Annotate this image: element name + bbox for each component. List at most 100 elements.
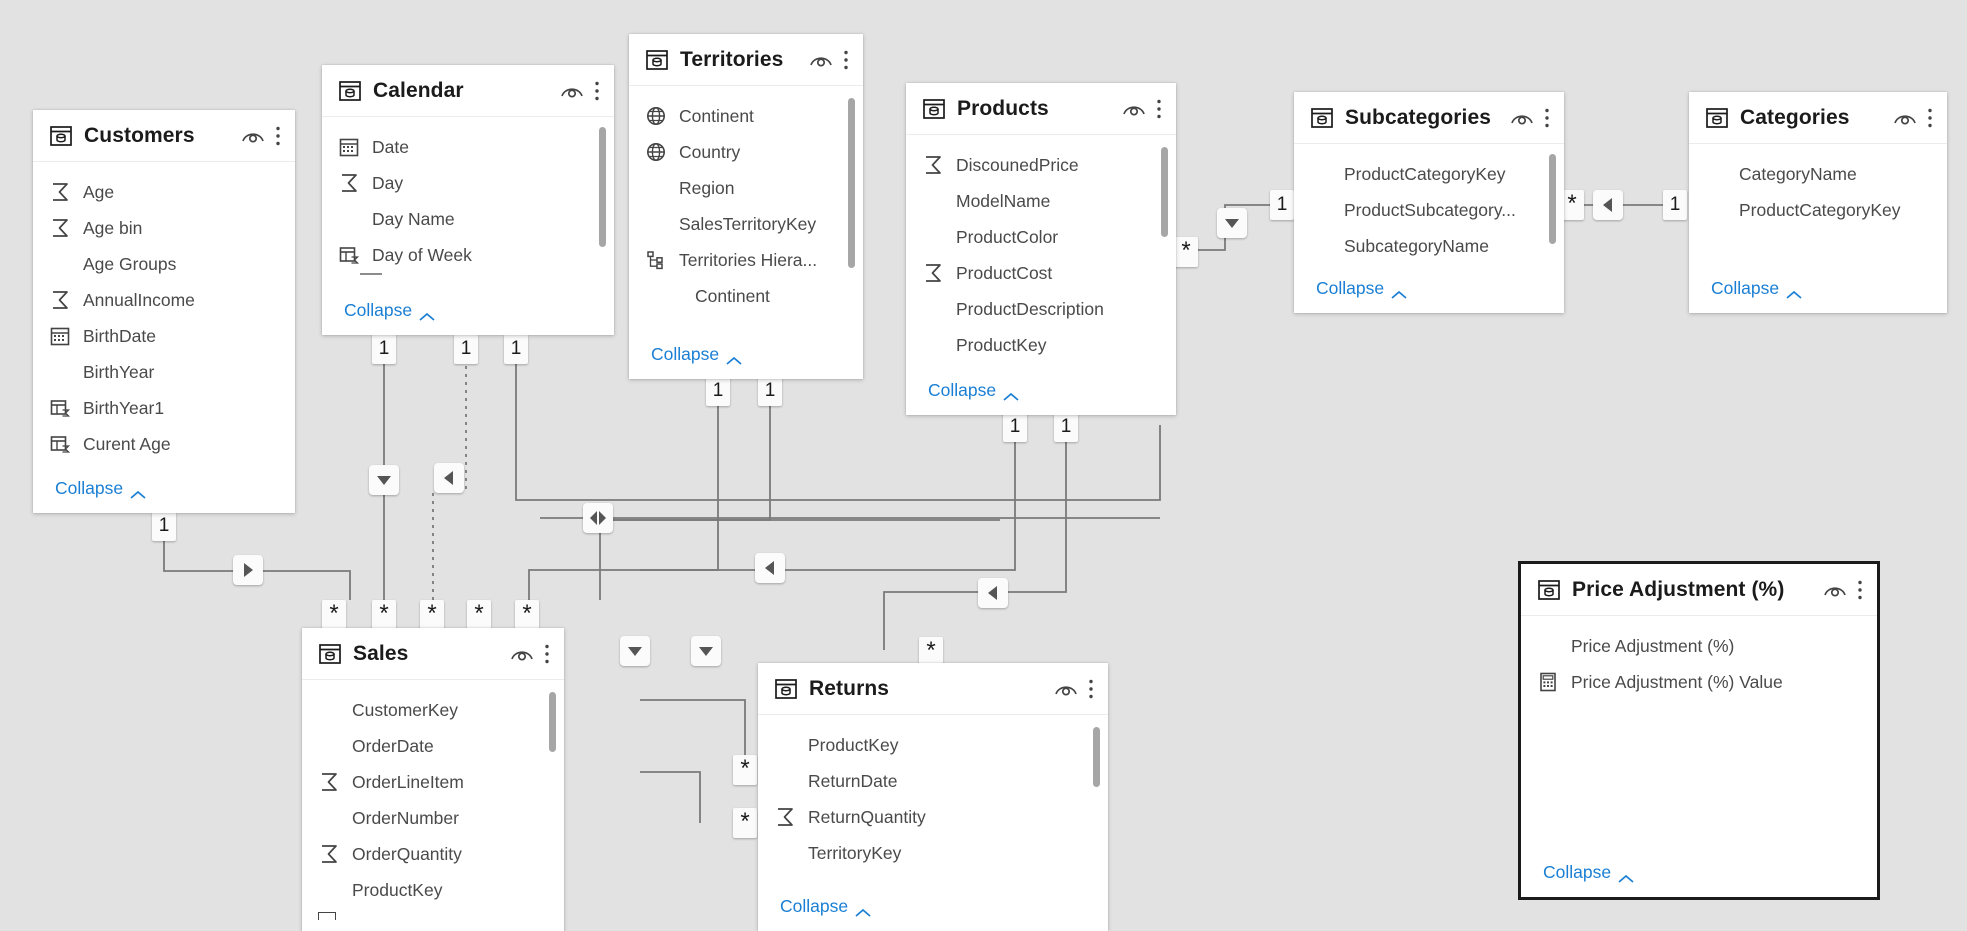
field-row[interactable]: DiscounedPrice — [906, 147, 1176, 183]
cardinality-badge-one[interactable]: 1 — [1003, 412, 1027, 442]
table-card-returns[interactable]: Returns ProductKey ReturnDate ReturnQuan… — [758, 663, 1108, 931]
filter-direction-badge-left[interactable] — [978, 578, 1008, 608]
collapse-button[interactable]: Collapse — [906, 376, 1176, 415]
eye-icon[interactable] — [560, 83, 584, 99]
field-row[interactable]: Territories Hiera... — [629, 242, 863, 278]
field-row[interactable]: CustomerKey — [302, 692, 564, 728]
vertical-scrollbar[interactable] — [549, 692, 556, 752]
collapse-button[interactable]: Collapse — [1294, 274, 1564, 313]
more-options-icon[interactable] — [1927, 107, 1933, 129]
field-row[interactable]: ProductKey — [906, 327, 1176, 363]
more-options-icon[interactable] — [275, 125, 281, 147]
cardinality-badge-one[interactable]: 1 — [1054, 412, 1078, 442]
cardinality-badge-many[interactable]: * — [515, 600, 539, 630]
filter-direction-badge-down[interactable] — [620, 636, 650, 666]
table-header[interactable]: Calendar — [322, 65, 614, 117]
cardinality-badge-one[interactable]: 1 — [706, 376, 730, 406]
cardinality-badge-many[interactable]: * — [322, 600, 346, 630]
table-card-price-adjustment[interactable]: Price Adjustment (%) Price Adjustment (%… — [1518, 561, 1880, 900]
field-row[interactable]: OrderDate — [302, 728, 564, 764]
vertical-scrollbar[interactable] — [599, 127, 606, 247]
table-header[interactable]: Sales — [302, 628, 564, 680]
filter-direction-badge-both[interactable] — [583, 503, 613, 533]
filter-direction-badge-down[interactable] — [369, 465, 399, 495]
cardinality-badge-one[interactable]: 1 — [1663, 190, 1687, 220]
eye-icon[interactable] — [809, 52, 833, 68]
field-row[interactable]: BirthYear — [33, 354, 295, 390]
eye-icon[interactable] — [241, 128, 265, 144]
field-row[interactable]: BirthYear1 — [33, 390, 295, 426]
more-options-icon[interactable] — [1156, 98, 1162, 120]
field-list[interactable]: Continent Country Region SalesTerritoryK… — [629, 86, 863, 340]
table-header[interactable]: Products — [906, 83, 1176, 135]
field-row[interactable]: OrderLineItem — [302, 764, 564, 800]
collapse-button[interactable]: Collapse — [629, 340, 863, 379]
table-card-subcategories[interactable]: Subcategories ProductCategoryKey Product… — [1294, 92, 1564, 313]
field-list[interactable]: Date Day Day Name Day of Week — [322, 117, 614, 296]
field-row[interactable]: SubcategoryName — [1294, 228, 1564, 264]
table-header[interactable]: Subcategories — [1294, 92, 1564, 144]
field-row[interactable]: Price Adjustment (%) — [1521, 628, 1877, 664]
field-row[interactable]: Continent — [629, 98, 863, 134]
field-row[interactable]: ModelName — [906, 183, 1176, 219]
cardinality-badge-many[interactable]: * — [420, 600, 444, 630]
table-card-customers[interactable]: Customers Age Age bin Age Groups AnnualI… — [33, 110, 295, 513]
table-header[interactable]: Territories — [629, 34, 863, 86]
field-row[interactable]: Age — [33, 174, 295, 210]
table-header[interactable]: Price Adjustment (%) — [1521, 564, 1877, 616]
field-row[interactable]: Age bin — [33, 210, 295, 246]
field-row[interactable]: TerritoryKey — [758, 835, 1108, 871]
cardinality-badge-one[interactable]: 1 — [152, 511, 176, 541]
vertical-scrollbar[interactable] — [1549, 154, 1556, 244]
field-row[interactable]: ProductCategoryKey — [1689, 192, 1947, 228]
field-row[interactable]: Price Adjustment (%) Value — [1521, 664, 1877, 700]
more-options-icon[interactable] — [594, 80, 600, 102]
field-list[interactable]: CategoryName ProductCategoryKey — [1689, 144, 1947, 274]
table-header[interactable]: Categories — [1689, 92, 1947, 144]
vertical-scrollbar[interactable] — [848, 98, 855, 268]
cardinality-badge-many[interactable]: * — [919, 637, 943, 667]
field-list[interactable]: Price Adjustment (%) Price Adjustment (%… — [1521, 616, 1877, 858]
collapse-button[interactable]: Collapse — [33, 474, 295, 513]
cardinality-badge-one[interactable]: 1 — [372, 334, 396, 364]
filter-direction-badge-down[interactable] — [1217, 208, 1247, 238]
cardinality-badge-many[interactable]: * — [1174, 237, 1198, 267]
field-row[interactable]: Day — [322, 165, 614, 201]
field-row[interactable]: ProductKey — [302, 872, 564, 908]
field-row-child[interactable]: Continent — [629, 278, 863, 314]
cardinality-badge-many[interactable]: * — [733, 755, 757, 785]
field-row[interactable]: ProductCategoryKey — [1294, 156, 1564, 192]
more-options-icon[interactable] — [843, 49, 849, 71]
eye-icon[interactable] — [1054, 681, 1078, 697]
collapse-button[interactable]: Collapse — [1689, 274, 1947, 313]
field-row[interactable]: ProductCost — [906, 255, 1176, 291]
table-header[interactable]: Customers — [33, 110, 295, 162]
filter-direction-badge-left[interactable] — [434, 463, 464, 493]
more-options-icon[interactable] — [1088, 678, 1094, 700]
field-row[interactable]: OrderQuantity — [302, 836, 564, 872]
cardinality-badge-one[interactable]: 1 — [454, 334, 478, 364]
table-card-products[interactable]: Products DiscounedPrice ModelName Produc… — [906, 83, 1176, 415]
eye-icon[interactable] — [1893, 110, 1917, 126]
field-row[interactable]: ReturnQuantity — [758, 799, 1108, 835]
field-list[interactable]: Age Age bin Age Groups AnnualIncome Birt… — [33, 162, 295, 474]
table-header[interactable]: Returns — [758, 663, 1108, 715]
cardinality-badge-many[interactable]: * — [733, 808, 757, 838]
eye-icon[interactable] — [1823, 582, 1847, 598]
field-list[interactable]: ProductKey ReturnDate ReturnQuantity Ter… — [758, 715, 1108, 892]
field-row[interactable]: AnnualIncome — [33, 282, 295, 318]
more-options-icon[interactable] — [1544, 107, 1550, 129]
collapse-button[interactable]: Collapse — [758, 892, 1108, 931]
field-row[interactable]: Date — [322, 129, 614, 165]
eye-icon[interactable] — [1122, 101, 1146, 117]
field-list[interactable]: CustomerKey OrderDate OrderLineItem Orde… — [302, 680, 564, 931]
collapse-button[interactable]: Collapse — [1521, 858, 1877, 897]
filter-direction-badge-left[interactable] — [755, 553, 785, 583]
cardinality-badge-many[interactable]: * — [372, 600, 396, 630]
field-row[interactable]: Age Groups — [33, 246, 295, 282]
field-row[interactable]: ReturnDate — [758, 763, 1108, 799]
vertical-scrollbar[interactable] — [1161, 147, 1168, 237]
cardinality-badge-one[interactable]: 1 — [1270, 190, 1294, 220]
collapse-button[interactable]: Collapse — [322, 296, 614, 335]
